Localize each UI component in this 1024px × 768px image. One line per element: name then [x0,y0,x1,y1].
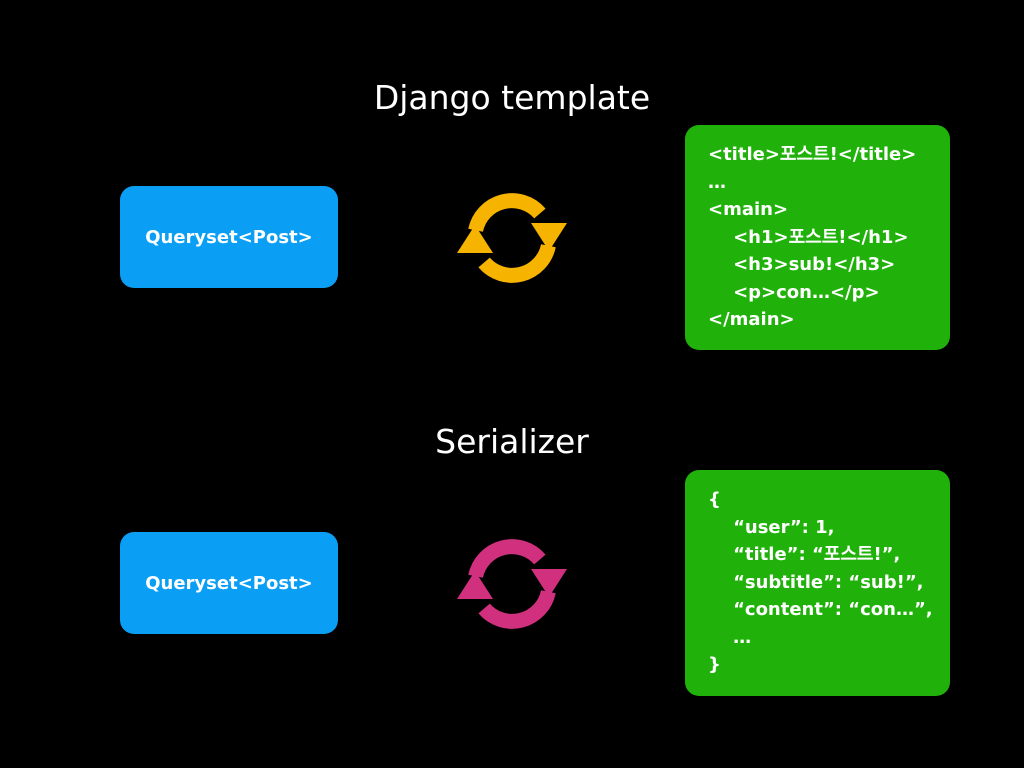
code-line: “title”: “포스트!”, [708,544,901,565]
code-line: … [708,626,752,648]
code-line: <main> [708,199,789,220]
code-line: } [708,654,721,675]
code-line: “subtitle”: “sub!”, [708,571,924,593]
json-output-box: { “user”: 1, “title”: “포스트!”, “subtitle”… [685,470,950,696]
code-line: <title>포스트!</title> [708,144,917,165]
code-line: “user”: 1, [708,516,835,538]
code-line: <h1>포스트!</h1> [708,226,909,248]
sync-arrows-icon [457,193,567,283]
code-line: { [708,489,721,510]
queryset-box-serializer: Queryset<Post> [120,532,338,634]
sync-arrowhead-left [457,225,493,253]
html-output-box: <title>포스트!</title> … <main> <h1>포스트!</h… [685,125,950,350]
sync-arc-upper [468,539,546,579]
queryset-box-template: Queryset<Post> [120,186,338,288]
sync-arc-lower [478,589,556,629]
queryset-label: Queryset<Post> [145,572,313,594]
code-line: <p>con…</p> [708,281,880,303]
sync-arrowhead-left [457,571,493,599]
sync-arrows-icon [457,539,567,629]
serializer-title: Serializer [435,422,589,461]
sync-arc-upper [468,193,546,233]
code-line: </main> [708,309,795,330]
django-template-title: Django template [373,78,651,117]
sync-arc-lower [478,243,556,283]
code-line: “content”: “con…”, [708,599,933,620]
queryset-label: Queryset<Post> [145,226,313,248]
sync-arrowhead-right [531,569,567,597]
code-line: <h3>sub!</h3> [708,254,896,275]
code-line: … [708,171,726,193]
sync-arrowhead-right [531,223,567,251]
